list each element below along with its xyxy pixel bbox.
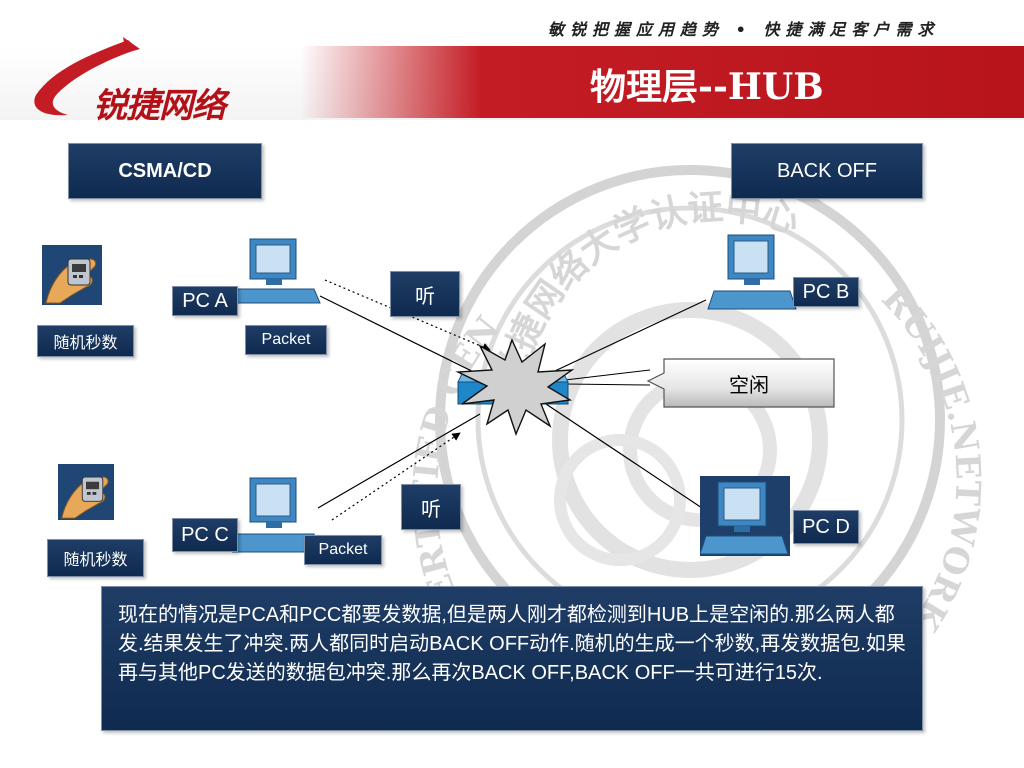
explanation-textbox: 现在的情况是PCA和PCC都要发数据,但是两人刚才都检测到HUB上是空闲的.那么… — [101, 586, 923, 731]
signal-arrow-c — [331, 432, 461, 521]
pc-c-label: PC C — [172, 518, 238, 552]
idle-callout-pointer-1 — [564, 369, 651, 381]
packet-label-c: Packet — [304, 535, 382, 565]
idle-callout-shape — [646, 358, 835, 408]
link-pc-b — [539, 299, 707, 379]
idle-label: 空闲 — [729, 374, 769, 397]
link-pc-c — [317, 413, 481, 509]
packet-label-a: Packet — [245, 325, 327, 355]
slide-title: 物理层--HUB — [590, 66, 824, 108]
computer-icon-pc-a — [232, 238, 321, 304]
pc-a-label: PC A — [172, 286, 238, 316]
pc-b-label: PC B — [793, 277, 859, 307]
pc-d-label: PC D — [793, 510, 859, 544]
title-bar — [300, 46, 1024, 118]
csma-cd-label: CSMA/CD — [68, 143, 262, 199]
random-seconds-label-c: 随机秒数 — [47, 539, 144, 577]
listen-label-a: 听 — [390, 271, 460, 317]
back-off-label: BACK OFF — [731, 143, 923, 199]
logo-text: 锐捷网络 — [93, 86, 226, 126]
explanation-text: 现在的情况是PCA和PCC都要发数据,但是两人刚才都检测到HUB上是空闲的.那么… — [118, 604, 906, 684]
listen-label-c: 听 — [401, 484, 461, 530]
company-logo — [34, 37, 140, 116]
random-seconds-label-a: 随机秒数 — [37, 325, 134, 357]
hand-timer-icon-a — [42, 245, 102, 305]
idle-callout-pointer-2 — [564, 383, 651, 386]
computer-icon-pc-d — [700, 476, 790, 556]
link-pc-d — [539, 399, 721, 521]
hand-timer-icon-c — [58, 464, 114, 520]
slogan: 敏锐把握应用趋势 • 快捷满足客户需求 — [548, 20, 940, 39]
computer-icon-pc-b — [707, 234, 797, 310]
computer-icon-pc-c — [232, 477, 321, 553]
